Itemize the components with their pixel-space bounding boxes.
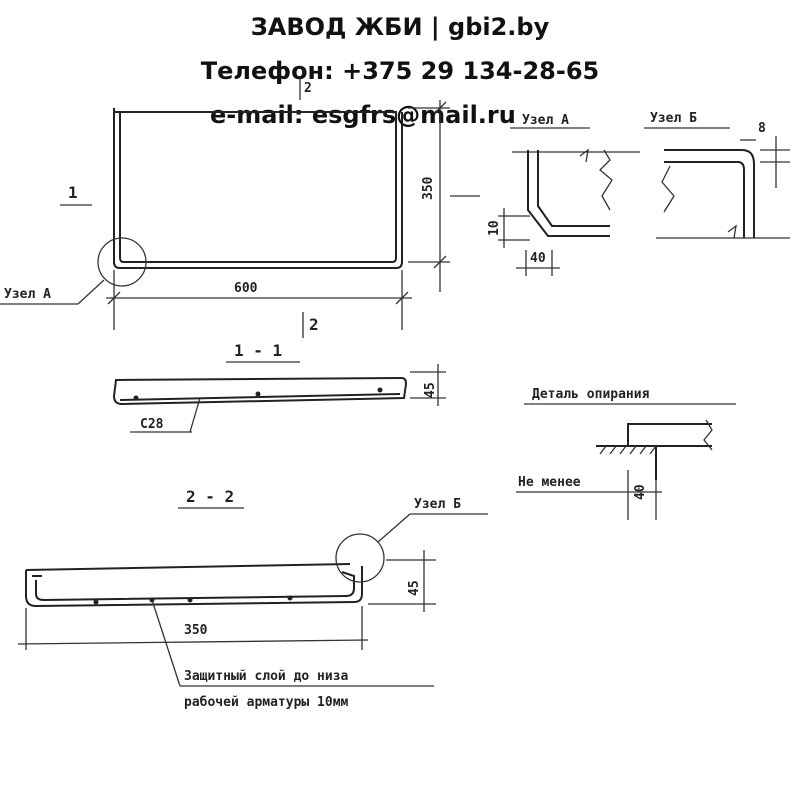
section-2-dim350-line [17,639,369,645]
node-b-break-mark [727,224,737,239]
section-2-slab-outline [25,566,363,608]
section-1-title: 1 - 1 [234,341,282,360]
node-a-leader-diag [77,279,105,305]
support-hatch [599,445,657,455]
section-1-rebar [119,393,401,401]
section-1-mesh-leader [189,397,201,433]
section-1-1: 1 - 1 45 С28 [112,341,446,433]
section-2-slab-top [25,563,351,571]
section-2-dim350-label: 350 [184,623,208,638]
section-1-bar-1 [133,395,139,401]
support-detail: Деталь опирания Не менее 40 [516,387,736,520]
node-a-dim-horizontal-label: 40 [530,251,546,266]
section-2-bar-3 [187,597,193,603]
section-2-bar-4 [287,595,293,601]
node-a-callout-label: Узел А [4,287,51,302]
node-b-detail: Узел Б 8 [644,111,790,239]
node-b-leader-diag [377,513,411,543]
support-detail-title: Деталь опирания [532,387,650,402]
node-a-break-mark [579,148,589,163]
section-2-note-line2: рабочей арматуры 10мм [184,695,349,710]
node-b-title: Узел Б [650,111,697,126]
node-a-break-line [599,149,613,211]
section-2-marker-bottom-label: 2 [309,315,319,334]
section-2-2: 2 - 2 Узел Б 45 350 Защитный слой до низ… [17,487,488,710]
support-note: Не менее [518,475,581,490]
section-2-marker-top-label: 2 [304,81,312,96]
node-a-outer-profile [527,150,610,237]
dim-600-label: 600 [234,281,258,296]
section-1-slab-outline [112,376,408,406]
header-title: ЗАВОД ЖБИ | gbi2.by [250,13,550,41]
section-1-dim-label: 45 [423,382,438,398]
section-1-mesh-label: С28 [140,417,164,432]
section-2-note-line1: Защитный слой до низа [184,669,349,684]
section-2-title: 2 - 2 [186,487,234,506]
section-1-bar-3 [377,387,383,393]
section-2-dim45-label: 45 [407,580,422,596]
node-b-outer-profile [664,149,755,238]
header-email: e-mail: esgfrs@mail.ru [210,101,516,129]
node-b-dim-small-label: 8 [758,121,766,136]
dim-350-tick-top [433,101,447,115]
support-slab-top [627,423,712,446]
section-2-rebar [35,571,355,602]
node-a-callout-circle [97,237,147,287]
node-b-callout-label: Узел Б [414,497,461,512]
dim-600-tick-left [107,291,121,305]
section-1-marker-label: 1 [68,183,78,202]
section-2-bar-1 [93,599,99,605]
node-a-detail: Узел А 10 40 [487,113,640,276]
node-a-title: Узел А [522,113,569,128]
node-a-inner-profile [537,150,610,227]
plan-view: 1 2 2 350 600 Узел А [0,78,480,338]
node-b-callout-circle [335,533,385,583]
plan-outline-outer [113,108,403,269]
section-2-note-leader [151,599,181,687]
dim-350-tick-bottom [433,255,447,269]
support-break-line [703,419,713,451]
dim-600-tick-right [395,291,409,305]
section-1-bar-2 [255,391,261,397]
header-phone: Телефон: +375 29 134-28-65 [200,57,600,85]
node-b-break-line [661,165,675,213]
support-dim-label: 40 [633,484,648,500]
plan-outline-inner [114,111,397,263]
node-b-inner-profile [664,161,745,238]
dim-350-label: 350 [421,176,436,200]
node-a-dim-vertical-label: 10 [487,220,502,236]
